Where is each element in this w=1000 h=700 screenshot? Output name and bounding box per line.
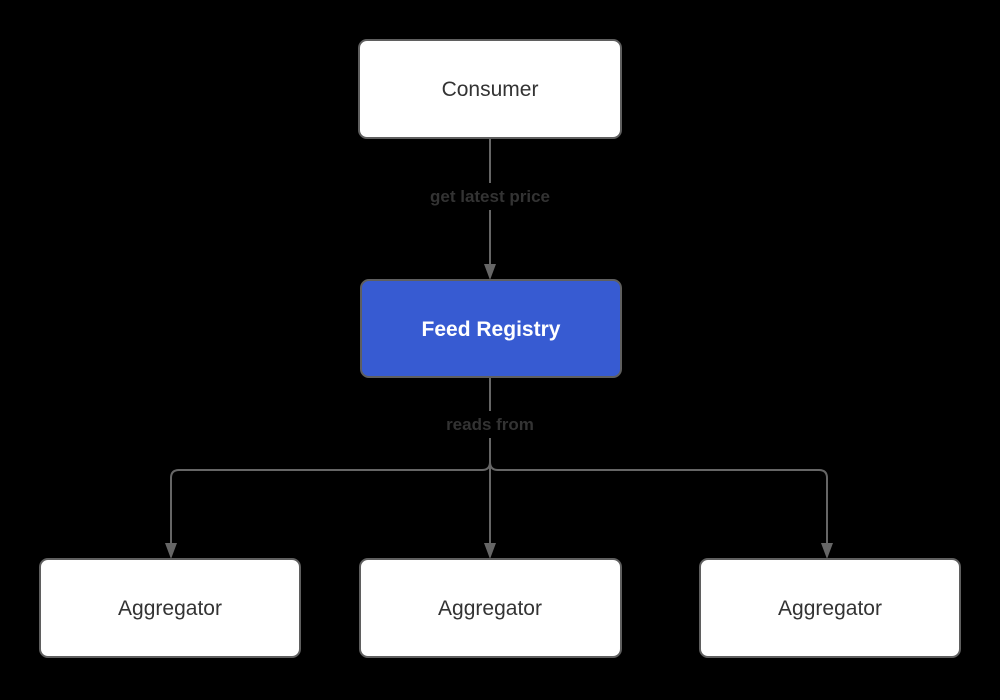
arrowhead-down-icon xyxy=(484,543,496,559)
node-feed-registry: Feed Registry xyxy=(360,279,622,378)
edge-label-reads-from: reads from xyxy=(440,411,540,438)
edge-label-text: reads from xyxy=(446,415,534,434)
arrowhead-down-icon xyxy=(165,543,177,559)
node-aggregator-1: Aggregator xyxy=(39,558,301,658)
edge-label-get-latest-price: get latest price xyxy=(421,183,559,210)
edge-feed-registry-to-aggregator-3 xyxy=(489,377,833,559)
edge-label-text: get latest price xyxy=(430,187,550,206)
edge-line xyxy=(489,377,828,543)
aggregator-node-label: Aggregator xyxy=(778,597,882,620)
node-consumer: Consumer xyxy=(358,39,622,139)
node-aggregator-2: Aggregator xyxy=(359,558,622,658)
aggregator-node-label: Aggregator xyxy=(438,597,542,620)
consumer-node-box xyxy=(358,39,622,139)
feed-registry-node-box xyxy=(360,279,622,378)
node-aggregator-3: Aggregator xyxy=(699,558,961,658)
edge-label-background xyxy=(440,411,540,438)
arrowhead-down-icon xyxy=(484,264,496,280)
edge-feed-registry-to-aggregator-1 xyxy=(165,377,491,559)
feed-registry-node-label: Feed Registry xyxy=(422,318,561,341)
edge-line xyxy=(170,377,491,543)
aggregator-node-box xyxy=(699,558,961,658)
aggregator-node-box xyxy=(359,558,622,658)
consumer-node-label: Consumer xyxy=(442,78,539,101)
edge-label-background xyxy=(421,183,559,210)
aggregator-node-box xyxy=(39,558,301,658)
aggregator-node-label: Aggregator xyxy=(118,597,222,620)
arrowhead-down-icon xyxy=(821,543,833,559)
